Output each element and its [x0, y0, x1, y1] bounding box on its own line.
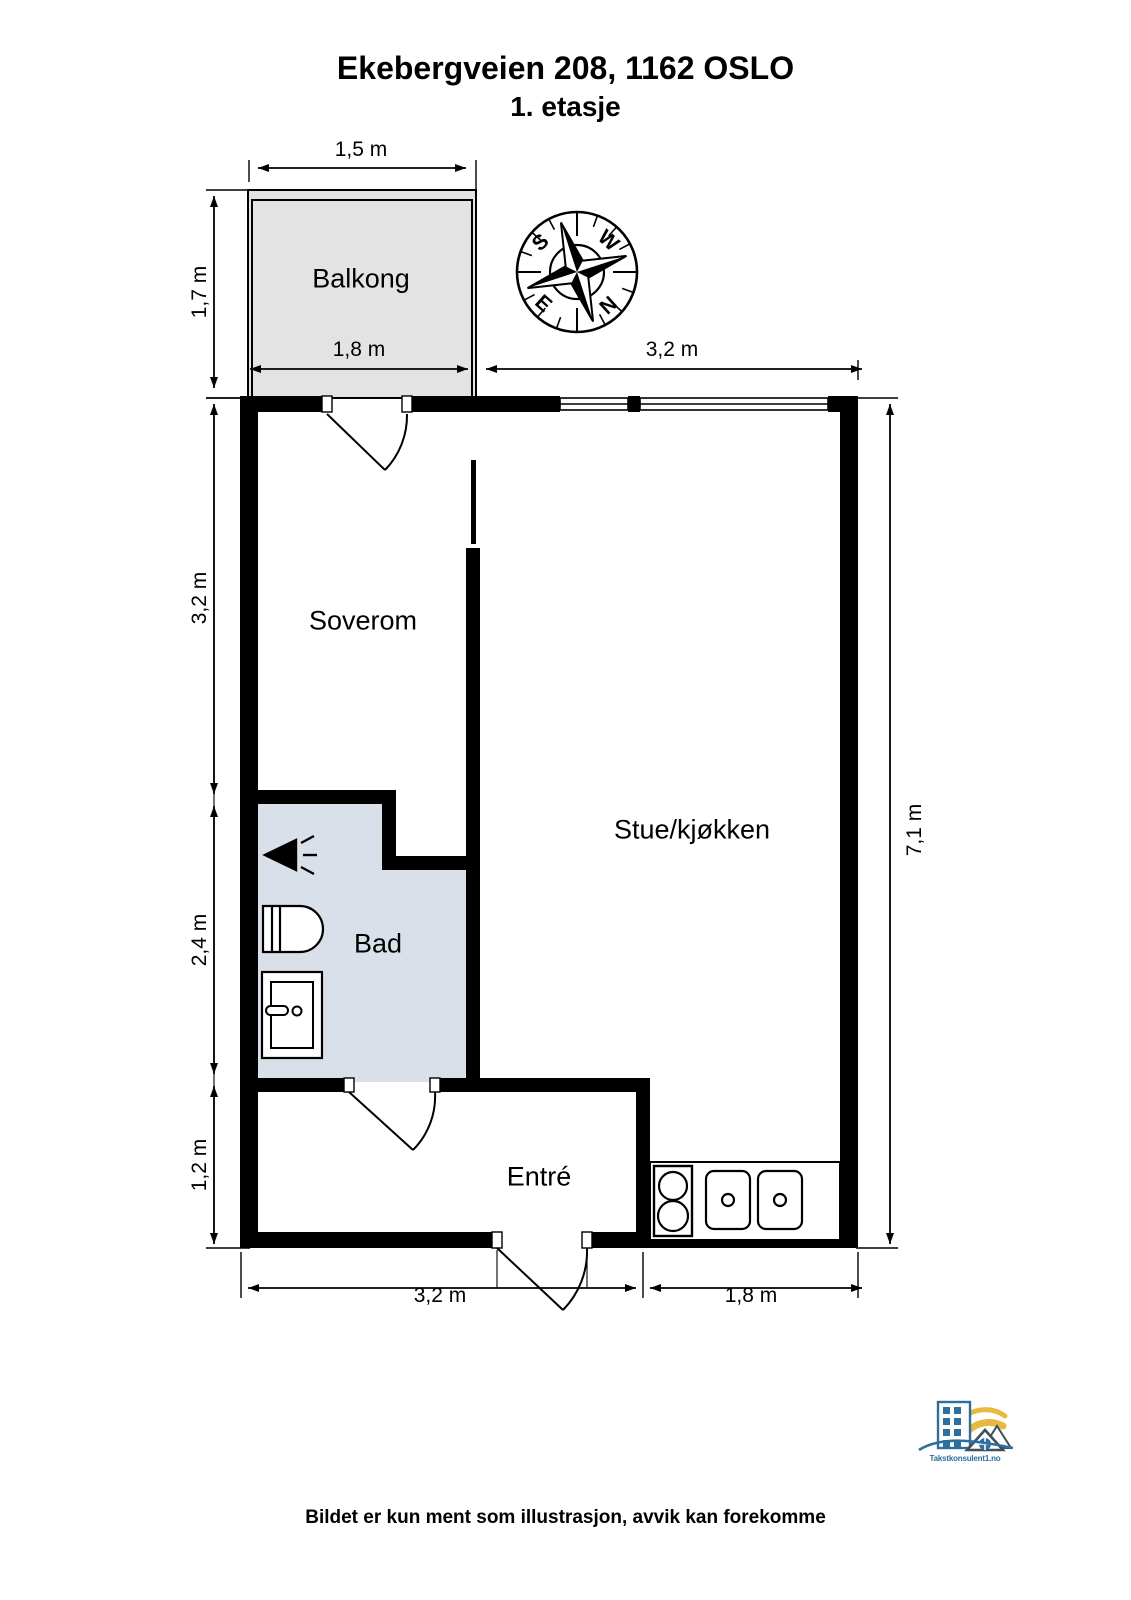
dimension-label-balcony-top: 1,5 m	[334, 138, 388, 161]
kitchen-sink-left-icon	[704, 1169, 752, 1231]
dimension-balcony-left	[206, 189, 250, 399]
dimension-label-top-right: 3,2 m	[645, 338, 699, 361]
interior-walls	[248, 460, 650, 1240]
room-label-entre: Entré	[506, 1161, 572, 1192]
title-block: Ekebergveien 208, 1162 OSLO 1. etasje	[0, 48, 1131, 126]
dimension-label-bottom-left: 3,2 m	[413, 1284, 467, 1307]
room-label-soverom: Soverom	[308, 605, 418, 636]
dimension-label-left-upper: 3,2 m	[188, 571, 211, 625]
footer-caption: Bildet er kun ment som illustrasjon, avv…	[305, 1507, 826, 1528]
shower-head-icon	[262, 834, 317, 876]
room-label-bad: Bad	[353, 928, 403, 959]
dimension-top-right	[486, 360, 862, 380]
kitchen-sink-right-icon	[756, 1169, 804, 1231]
sink-basin-icon	[260, 970, 324, 1060]
dimension-balcony-top	[248, 160, 477, 378]
takstkonsulent-logo-art	[918, 1400, 1014, 1452]
dimension-label-left-middle: 2,4 m	[188, 913, 211, 967]
dimension-label-balcony-left: 1,7 m	[188, 265, 211, 319]
cooktop-icon	[652, 1164, 694, 1238]
dimension-bottom-right	[642, 1252, 862, 1298]
entrance-door[interactable]	[491, 1231, 593, 1311]
logo-block: Takstkonsulent1.no	[905, 1382, 1025, 1477]
dimension-label-bottom-right: 1,8 m	[724, 1284, 778, 1307]
logo-caption: Takstkonsulent1.no	[929, 1454, 1001, 1463]
room-label-stue-kjokken: Stue/kjøkken	[613, 814, 771, 845]
dimension-label-right-total: 7,1 m	[903, 803, 926, 857]
room-label-balkong: Balkong	[312, 263, 410, 294]
page-title: Ekebergveien 208, 1162 OSLO	[336, 50, 795, 86]
exterior-walls	[240, 396, 858, 1248]
page-subtitle: 1. etasje	[510, 91, 621, 122]
dimension-label-left-lower: 1,2 m	[188, 1138, 211, 1192]
dimension-bottom-left	[240, 1252, 636, 1298]
living-window	[559, 397, 829, 411]
compass-rose	[515, 210, 639, 334]
balcony-door[interactable]	[321, 395, 413, 471]
dimension-label-balcony-bottom: 1,8 m	[332, 338, 386, 361]
dimension-right-total	[856, 397, 898, 1249]
toilet-icon	[261, 904, 325, 954]
bathroom-door[interactable]	[343, 1077, 441, 1151]
